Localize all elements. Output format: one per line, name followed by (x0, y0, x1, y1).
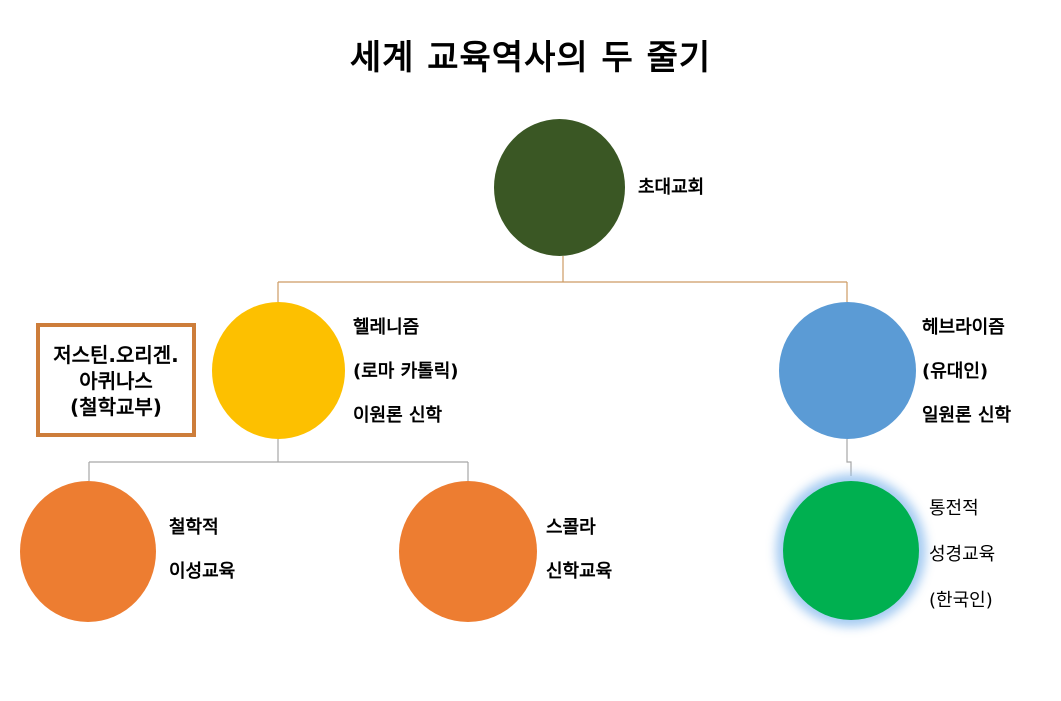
node-hellenism (212, 302, 345, 439)
node-scholastic-education (399, 481, 537, 622)
node-early-church (494, 119, 625, 256)
label-line: 성경교육 (929, 544, 996, 565)
label-hebraism: 헤브라이즘 (유대인) 일원론 신학 (922, 306, 1011, 438)
label-early-church: 초대교회 (638, 166, 704, 210)
philosophy-fathers-callout: 저스틴.오리겐. 아퀴나스 (철학교부) (36, 323, 196, 437)
label-line: 스콜라 (546, 517, 596, 538)
label-line: (로마 카톨릭) (353, 361, 459, 382)
label-scholastic: 스콜라 신학교육 (546, 506, 612, 594)
callout-line: (철학교부) (70, 395, 162, 419)
label-hellenism: 헬레니즘 (로마 카톨릭) 이원론 신학 (353, 306, 459, 438)
connector-to-traditional (846, 439, 852, 476)
label-line: 헤브라이즘 (922, 317, 1005, 338)
label-line: (한국인) (929, 590, 993, 611)
label-traditional: 통전적 성경교육 (한국인) (929, 486, 995, 624)
label-line: 이원론 신학 (353, 405, 443, 426)
label-line: (유대인) (922, 361, 989, 382)
callout-line: 저스틴.오리겐. (53, 343, 179, 367)
node-philosophical-education (20, 481, 156, 622)
label-line: 일원론 신학 (922, 405, 1012, 426)
diagram-title: 세계 교육역사의 두 줄기 (349, 38, 712, 78)
label-line: 철학적 (169, 517, 219, 538)
label-line: 신학교육 (546, 561, 613, 582)
node-traditional-bible-education (783, 481, 919, 620)
label-line: 이성교육 (169, 561, 236, 582)
label-line: 통전적 (929, 498, 979, 519)
callout-line: 아퀴나스 (79, 369, 153, 393)
label-line: 헬레니즘 (353, 317, 420, 338)
label-philosophical: 철학적 이성교육 (169, 506, 235, 594)
node-hebraism (779, 302, 916, 439)
label-line: 초대교회 (638, 177, 705, 198)
